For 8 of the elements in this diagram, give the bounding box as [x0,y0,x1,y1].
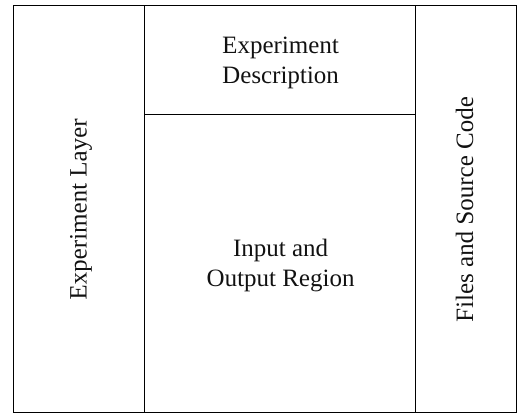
box-label: Files and Source Code [451,96,480,322]
text-box [144,114,417,413]
box-label: Experiment Layer [64,118,94,300]
box-label: Experiment Description [221,30,340,90]
text-box [415,5,517,413]
box-label: Input and Output Region [206,234,356,294]
text-box [13,5,146,413]
text-box [144,5,417,116]
